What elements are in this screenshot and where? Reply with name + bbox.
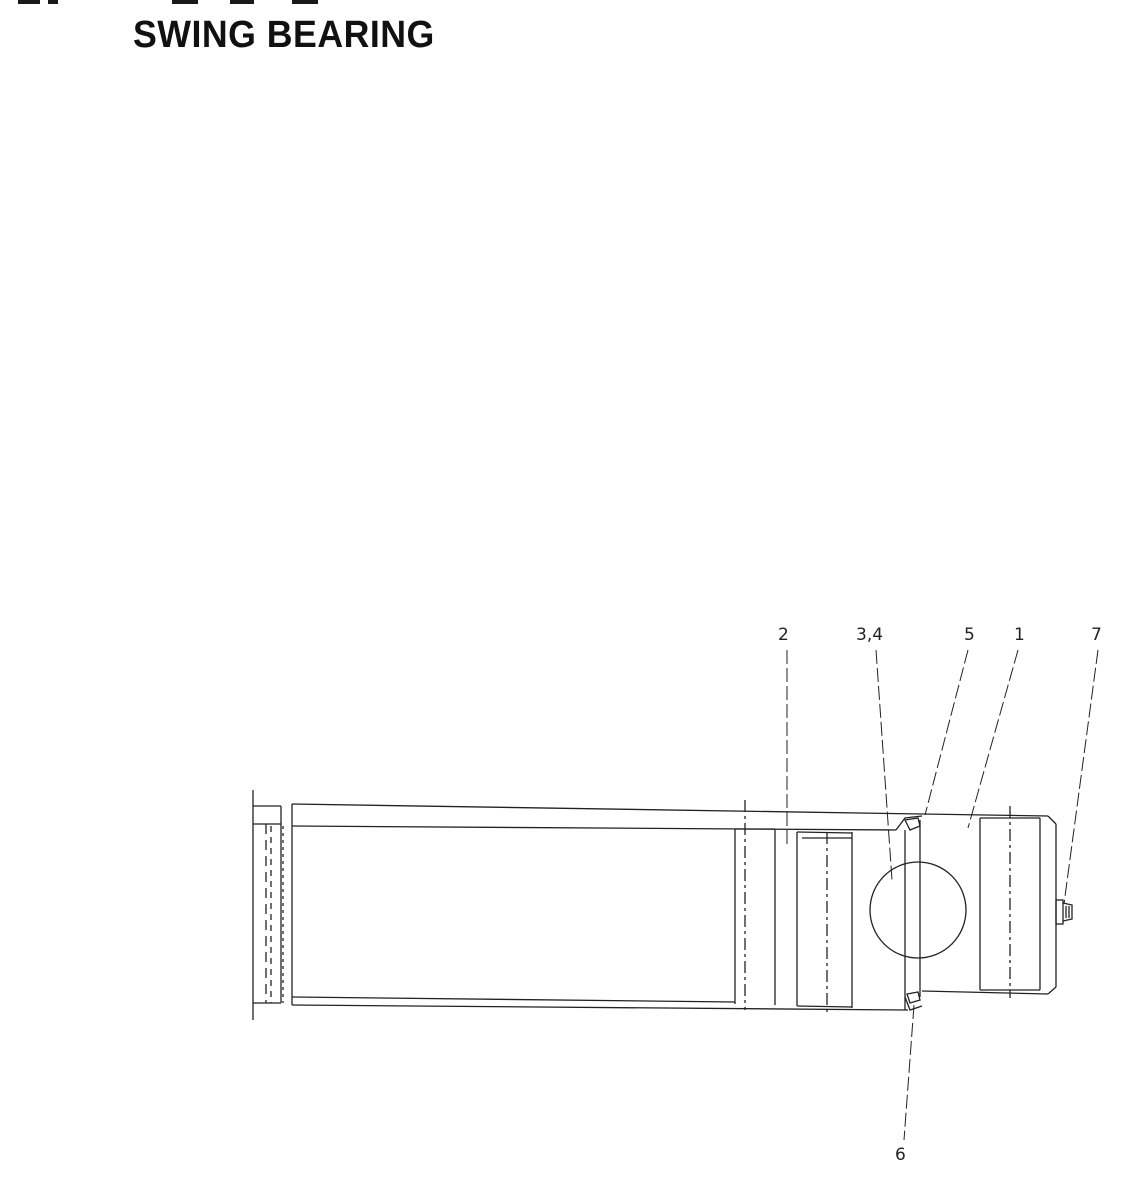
- callout-1: 1: [1014, 625, 1025, 645]
- seal-top: [904, 817, 921, 831]
- inner-ring-body: [270, 803, 923, 1011]
- gear-teeth-section: [734, 800, 853, 1015]
- leader-lines: [786, 649, 1099, 1141]
- outer-ring-body: [921, 806, 1057, 998]
- ball-raceway: [895, 815, 923, 1011]
- left-ring-stub: [252, 790, 282, 1020]
- callout-7: 7: [1091, 625, 1102, 645]
- cropped-heading-fragment: [0, 0, 320, 8]
- bearing-ball: [869, 861, 967, 959]
- page-title: SWING BEARING: [133, 14, 435, 56]
- callout-2: 2: [778, 625, 789, 645]
- grease-nipple: [1055, 899, 1073, 925]
- callout-6: 6: [895, 1145, 906, 1165]
- callout-5: 5: [964, 625, 975, 645]
- callout-3-4: 3,4: [856, 625, 883, 645]
- seal-bottom: [906, 991, 921, 1004]
